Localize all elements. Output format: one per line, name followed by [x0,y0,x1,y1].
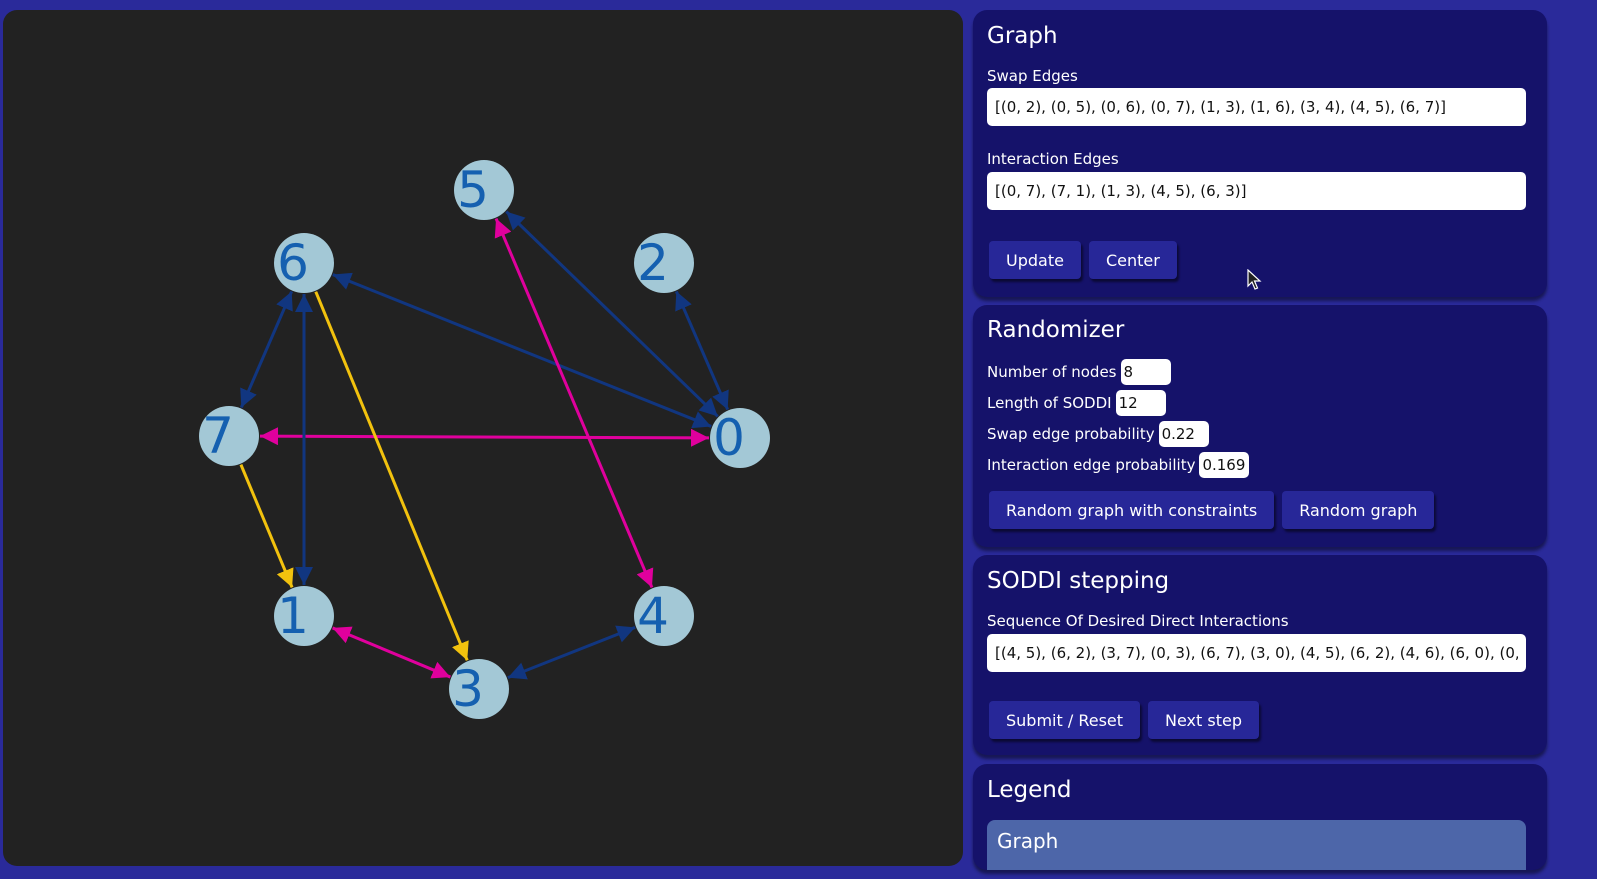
interaction-probability-label: Interaction edge probability [987,456,1196,474]
random-graph-button[interactable]: Random graph [1282,491,1435,529]
graph-node-1[interactable]: 1 [274,586,334,646]
node-circle[interactable] [274,233,334,293]
node-label: 1 [277,587,309,645]
edge-soddi-7-1 [239,464,294,588]
graph-node-5[interactable]: 5 [454,160,514,220]
edge-swap-0-2 [674,290,730,411]
edge-interaction-0-7 [259,427,710,447]
update-button[interactable]: Update [989,241,1081,279]
node-circle[interactable] [199,406,259,466]
submit-reset-button[interactable]: Submit / Reset [989,701,1141,739]
graph-nodes[interactable]: 0 1 2 3 4 5 6 7 [199,160,770,719]
soddi-sequence-input[interactable] [987,634,1526,672]
soddi-title: SODDI stepping [987,568,1170,594]
graph-visualization[interactable]: 0 1 2 3 4 5 6 7 [3,10,963,866]
node-circle[interactable] [274,586,334,646]
edge-soddi-6-3 [314,291,469,661]
legend-graph-card: Graph [987,820,1526,870]
interaction-edges-input[interactable] [987,172,1526,210]
node-label: 7 [202,407,234,465]
node-label: 5 [457,161,489,219]
node-circle[interactable] [710,408,770,468]
node-label: 3 [452,660,484,718]
swap-probability-label: Swap edge probability [987,425,1155,443]
node-count-label: Number of nodes [987,363,1117,381]
edge-interaction-4-5 [494,217,654,589]
mouse-pointer-icon [1247,269,1262,290]
edge-interaction-1-3 [332,626,451,679]
soddi-sequence-label: Sequence Of Desired Direct Interactions [987,612,1289,630]
edge-swap-6-7 [239,290,294,409]
soddi-length-label: Length of SODDI [987,394,1112,412]
graph-node-0[interactable]: 0 [710,408,770,468]
legend-title: Legend [987,777,1072,803]
graph-node-7[interactable]: 7 [199,406,259,466]
graph-node-6[interactable]: 6 [274,233,334,293]
graph-panel-title: Graph [987,23,1058,49]
legend-graph-card-title: Graph [997,829,1059,853]
graph-node-4[interactable]: 4 [634,586,694,646]
swap-probability-input[interactable] [1158,421,1209,447]
node-label: 2 [637,234,669,292]
edge-swap-0-6 [332,272,712,429]
edge-swap-3-4 [507,625,636,680]
node-circle[interactable] [634,233,694,293]
next-step-button[interactable]: Next step [1148,701,1259,739]
interaction-edges-label: Interaction Edges [987,150,1119,168]
node-circle[interactable] [454,160,514,220]
random-graph-constraints-button[interactable]: Random graph with constraints [989,491,1275,529]
node-label: 4 [637,587,669,645]
graph-node-3[interactable]: 3 [449,659,509,719]
center-button[interactable]: Center [1088,241,1177,279]
graph-edges [239,210,730,680]
node-count-input[interactable] [1120,359,1171,385]
randomizer-panel: Randomizer Number of nodes Length of SOD… [973,305,1547,547]
node-label: 0 [713,409,745,467]
node-label: 6 [277,234,309,292]
interaction-probability-input[interactable] [1199,452,1250,478]
graph-canvas[interactable]: 0 1 2 3 4 5 6 7 [3,10,963,866]
node-circle[interactable] [449,659,509,719]
graph-node-2[interactable]: 2 [634,233,694,293]
randomizer-title: Randomizer [987,317,1125,343]
node-circle[interactable] [634,586,694,646]
soddi-panel: SODDI stepping Sequence Of Desired Direc… [973,555,1547,755]
swap-edges-input[interactable] [987,88,1526,126]
graph-panel: Graph Swap Edges Interaction Edges Updat… [973,10,1547,297]
soddi-length-input[interactable] [1115,390,1166,416]
legend-panel: Legend Graph [973,764,1547,870]
swap-edges-label: Swap Edges [987,67,1078,85]
